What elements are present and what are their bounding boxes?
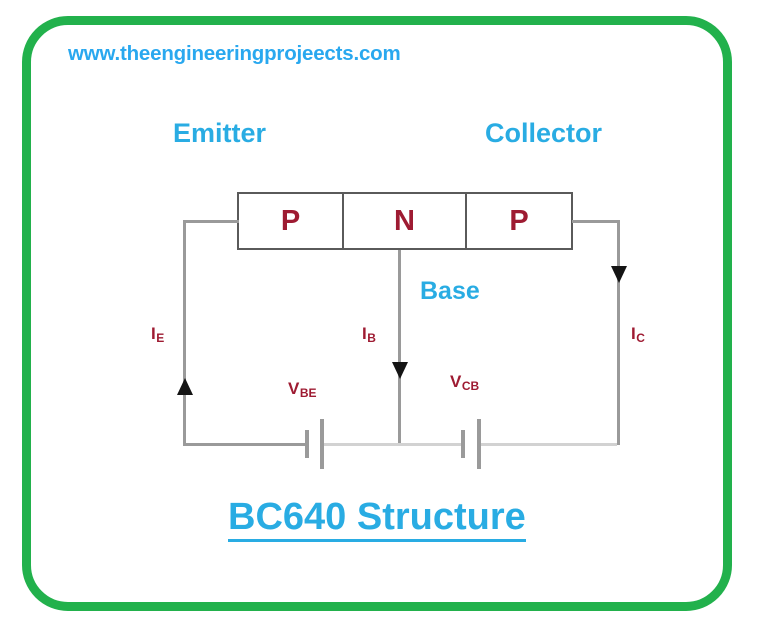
- base-current-symbol: I: [362, 324, 367, 343]
- green-border-frame: [22, 16, 732, 611]
- base-current-label: IB: [362, 324, 376, 345]
- collector-base-voltage-subscript: CB: [461, 379, 480, 393]
- emitter-label: Emitter: [173, 118, 267, 148]
- emitter-current-subscript: E: [156, 331, 165, 345]
- pnp-segment-emitter: P: [239, 194, 344, 248]
- collector-base-voltage-symbol: V: [450, 372, 462, 391]
- battery-be-positive-plate: [320, 419, 324, 469]
- be-to-base-wire: [324, 443, 400, 446]
- emitter-vertical-wire: [183, 220, 186, 445]
- website-url-watermark: www.theengineeringprojeects.com: [68, 42, 401, 65]
- collector-top-wire: [572, 220, 620, 223]
- diagram-title: BC640 Structure: [228, 497, 526, 542]
- pnp-segment-collector: P: [509, 204, 529, 237]
- base-vertical-wire: [398, 250, 401, 445]
- base-emitter-voltage-label: VBE: [288, 379, 317, 400]
- base-emitter-voltage-symbol: V: [288, 379, 300, 398]
- base-to-cb-wire: [398, 443, 462, 446]
- pnp-structure-box: P N P: [237, 192, 573, 250]
- cb-to-collector-wire: [481, 443, 617, 446]
- battery-cb-positive-plate: [477, 419, 481, 469]
- collector-label: Collector: [485, 118, 603, 148]
- base-current-subscript: B: [367, 331, 376, 345]
- battery-cb-negative-plate: [461, 430, 465, 458]
- emitter-bottom-wire: [183, 443, 307, 446]
- emitter-top-wire: [183, 220, 239, 223]
- pnp-segment-base: N: [344, 194, 467, 248]
- emitter-current-label: IE: [151, 324, 165, 345]
- base-current-arrow: [392, 362, 408, 379]
- collector-vertical-wire: [617, 220, 620, 445]
- base-label: Base: [420, 277, 480, 305]
- emitter-current-arrow: [177, 378, 193, 395]
- collector-current-subscript: C: [636, 331, 645, 345]
- battery-be-negative-plate: [305, 430, 309, 458]
- emitter-current-symbol: I: [151, 324, 156, 343]
- base-emitter-voltage-subscript: BE: [299, 386, 317, 400]
- collector-current-symbol: I: [631, 324, 636, 343]
- collector-current-arrow: [611, 266, 627, 283]
- collector-current-label: IC: [631, 324, 645, 345]
- collector-base-voltage-label: VCB: [450, 372, 480, 393]
